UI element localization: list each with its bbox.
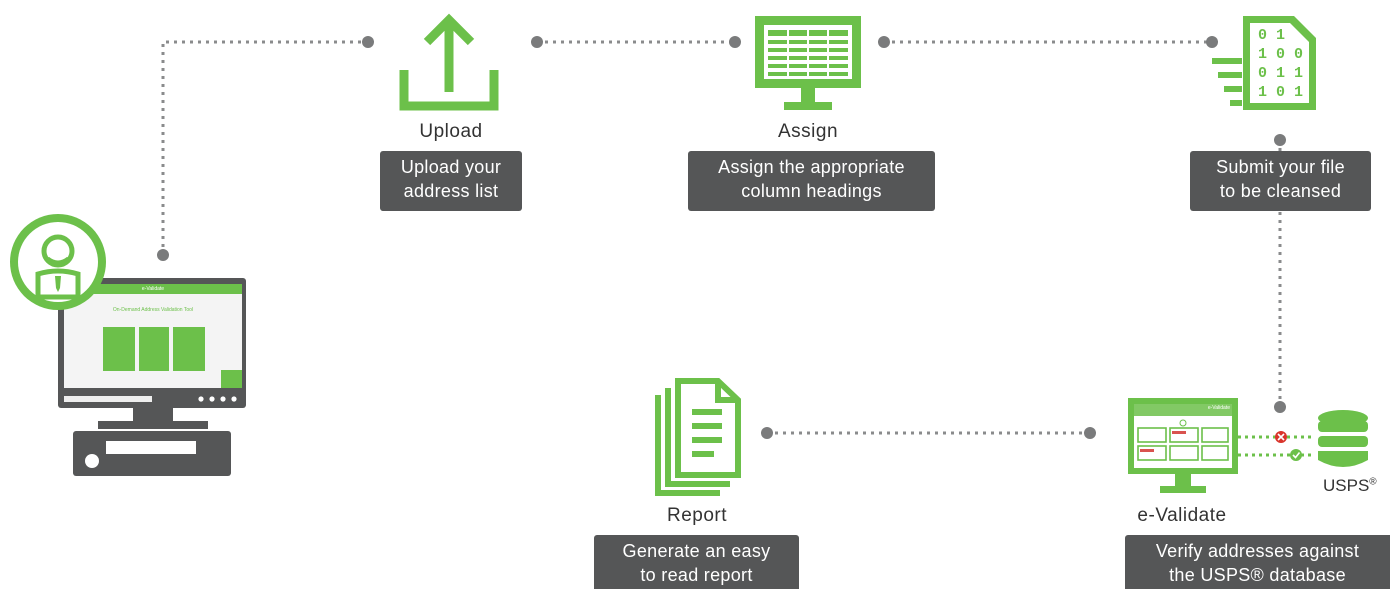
connector-dots [157, 36, 1286, 439]
assign-description: Assign the appropriate column headings [688, 151, 935, 211]
binary-line: 1 0 1 [1258, 84, 1304, 101]
submit-desc-line1: Submit your file [1216, 157, 1345, 177]
screen-brand: e-Validate [141, 286, 165, 292]
screen-title: On-Demand Address Validation Tool [112, 307, 194, 313]
upload-desc-line2: address list [403, 181, 499, 201]
monitor-validate-icon [1128, 398, 1238, 493]
assign-desc-line1: Assign the appropriate [718, 157, 905, 177]
user-avatar-icon [10, 214, 106, 310]
binary-line: 0 1 1 [1258, 65, 1304, 82]
submit-desc-line2: to be cleansed [1219, 181, 1342, 201]
upload-description: Upload your address list [380, 151, 522, 211]
usps-links [1238, 431, 1314, 461]
assign-desc-line2: column headings [741, 181, 882, 201]
binary-line: 1 0 0 [1258, 46, 1304, 63]
connectors [161, 40, 1282, 435]
usps-text: USPS [1323, 476, 1370, 495]
report-desc-line1: Generate an easy [622, 541, 771, 561]
validate-description: Verify addresses against the USPS® datab… [1125, 535, 1390, 589]
report-description: Generate an easy to read report [594, 535, 799, 589]
monitor-table-icon [755, 16, 861, 110]
binary-digits: 0 1 1 0 0 0 1 1 1 0 1 [1256, 26, 1306, 102]
assign-label: Assign [777, 121, 839, 142]
pass-icon [1290, 449, 1302, 461]
database-icon [1318, 410, 1368, 467]
usps-label: USPS® [1323, 476, 1377, 496]
validate-desc-line1: Verify addresses against [1155, 541, 1360, 561]
desktop-computer [58, 278, 246, 476]
binary-file-icon [1212, 16, 1316, 110]
upload-desc-line1: Upload your [400, 157, 502, 177]
binary-line: 0 1 [1258, 27, 1286, 44]
fail-icon [1275, 431, 1287, 443]
upload-label: Upload [419, 121, 483, 142]
upload-icon [399, 13, 499, 111]
monitor-bezel-details [64, 396, 237, 402]
report-label: Report [666, 505, 728, 526]
report-desc-line2: to read report [640, 565, 753, 585]
validate-desc-line2: the USPS® database [1169, 565, 1346, 585]
validate-label: e-Validate [1137, 505, 1227, 526]
registered-mark: ® [1369, 476, 1377, 488]
report-documents-icon [655, 378, 741, 496]
validate-screen-brand: e-Validate [1207, 405, 1230, 411]
submit-description: Submit your file to be cleansed [1190, 151, 1371, 211]
connector-user-upload [161, 40, 368, 255]
